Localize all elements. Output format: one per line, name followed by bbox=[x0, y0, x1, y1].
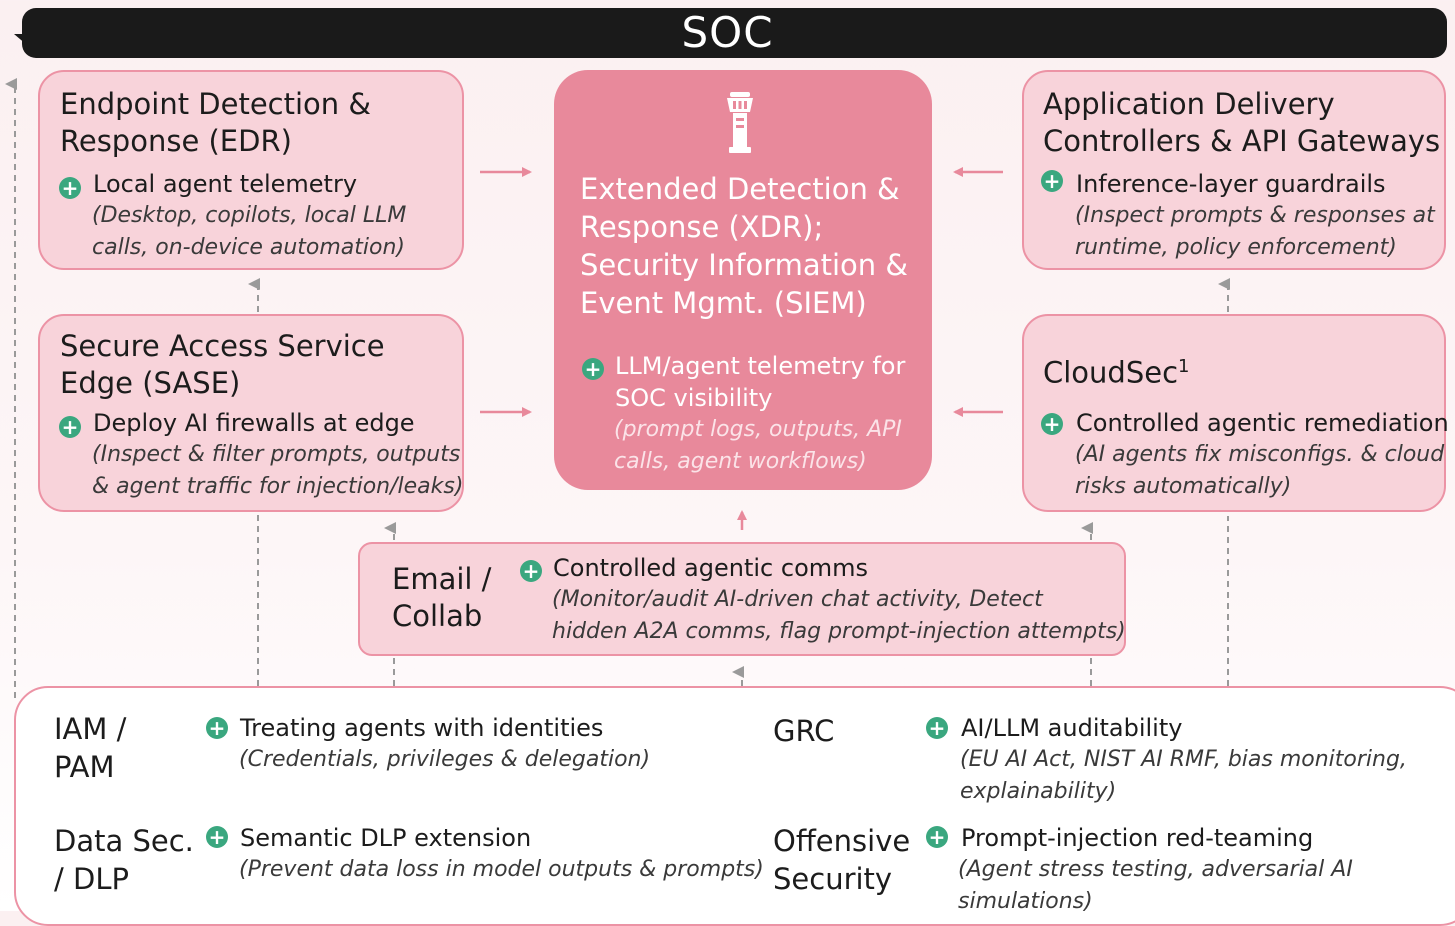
xdr-title-line: Response (XDR); bbox=[580, 210, 824, 244]
cloudsec-bullet: Controlled agentic remediation bbox=[1076, 409, 1449, 437]
offsec-bullet: Prompt-injection red-teaming bbox=[961, 824, 1314, 852]
adc-bullet: Inference-layer guardrails bbox=[1076, 170, 1386, 198]
email-title-line: Collab bbox=[392, 599, 483, 633]
xdr-title-line: Extended Detection & bbox=[580, 172, 900, 206]
sase-note-line: & agent traffic for injection/leaks) bbox=[92, 474, 464, 499]
sase-note: (Inspect & filter prompts, outputs & age… bbox=[92, 439, 463, 503]
edr-title-line: Response (EDR) bbox=[60, 124, 292, 158]
xdr-title-line: Event Mgmt. (SIEM) bbox=[580, 286, 867, 320]
offensive-security-label: Offensive Security bbox=[773, 822, 910, 898]
adc-note: (Inspect prompts & responses at runtime,… bbox=[1075, 200, 1435, 264]
xdr-title-line: Security Information & bbox=[580, 248, 909, 282]
plus-icon: + bbox=[206, 717, 228, 739]
offsec-title-line: Offensive bbox=[773, 824, 911, 858]
plus-icon: + bbox=[59, 177, 81, 199]
iam-title-line: PAM bbox=[54, 750, 115, 784]
plus-icon: + bbox=[926, 826, 948, 848]
edr-note-line: (Desktop, copilots, local LLM bbox=[92, 203, 407, 228]
edr-title-line: Endpoint Detection & bbox=[60, 87, 371, 121]
plus-icon: + bbox=[520, 560, 542, 582]
edr-title: Endpoint Detection & Response (EDR) bbox=[60, 86, 371, 160]
adc-title-line: Controllers & API Gateways bbox=[1043, 124, 1441, 158]
email-note: (Monitor/audit AI-driven chat activity, … bbox=[552, 584, 1126, 648]
email-bullet: Controlled agentic comms bbox=[553, 554, 869, 582]
dlp-note-line: (Prevent data loss in model outputs & pr… bbox=[239, 857, 764, 882]
edr-bullet: Local agent telemetry bbox=[93, 170, 358, 198]
dlp-note: (Prevent data loss in model outputs & pr… bbox=[239, 854, 764, 886]
offsec-note: (Agent stress testing, adversarial AI si… bbox=[958, 854, 1455, 918]
iam-title-line: IAM / bbox=[54, 712, 127, 746]
sase-title: Secure Access Service Edge (SASE) bbox=[60, 328, 385, 402]
email-title-line: Email / bbox=[392, 562, 492, 596]
xdr-note: (prompt logs, outputs, API calls, agent … bbox=[614, 414, 902, 478]
sase-title-line: Edge (SASE) bbox=[60, 366, 241, 400]
adc-note-line: runtime, policy enforcement) bbox=[1075, 235, 1397, 260]
xdr-note-line: calls, agent workflows) bbox=[614, 449, 867, 474]
soc-title: SOC bbox=[681, 8, 774, 57]
sase-note-line: (Inspect & filter prompts, outputs bbox=[92, 442, 461, 467]
xdr-bullet-line: SOC visibility bbox=[615, 384, 773, 412]
iam-pam-label: IAM / PAM bbox=[54, 710, 126, 786]
cloudsec-note-line: risks automatically) bbox=[1075, 474, 1292, 499]
cloudsec-note: (AI agents fix misconfigs. & cloud risks… bbox=[1075, 439, 1444, 503]
sase-box bbox=[38, 314, 464, 512]
grc-label: GRC bbox=[773, 712, 834, 750]
xdr-bullet-line: LLM/agent telemetry for bbox=[615, 352, 906, 380]
dlp-title-line: Data Sec. bbox=[54, 824, 194, 858]
email-note-line: (Monitor/audit AI-driven chat activity, … bbox=[552, 587, 1043, 612]
cloudsec-title: CloudSec1 bbox=[1043, 348, 1189, 392]
email-title: Email / Collab bbox=[392, 561, 491, 635]
edr-box bbox=[38, 70, 464, 270]
email-collab-box bbox=[358, 542, 1126, 656]
edr-note-line: calls, on-device automation) bbox=[92, 235, 405, 260]
edr-note: (Desktop, copilots, local LLM calls, on-… bbox=[92, 200, 406, 264]
plus-icon: + bbox=[582, 358, 604, 380]
plus-icon: + bbox=[1041, 413, 1063, 435]
xdr-note-line: (prompt logs, outputs, API bbox=[614, 417, 902, 442]
grc-bullet: AI/LLM auditability bbox=[961, 714, 1183, 742]
iam-bullet: Treating agents with identities bbox=[240, 714, 604, 742]
plus-icon: + bbox=[926, 717, 948, 739]
iam-note: (Credentials, privileges & delegation) bbox=[239, 744, 650, 776]
offsec-title-line: Security bbox=[773, 862, 893, 896]
adc-note-line: (Inspect prompts & responses at bbox=[1075, 203, 1435, 228]
plus-icon: + bbox=[1041, 170, 1063, 192]
sase-bullet: Deploy AI firewalls at edge bbox=[93, 409, 415, 437]
adc-api-gateway-box bbox=[1022, 70, 1446, 270]
email-note-line: hidden A2A comms, flag prompt-injection … bbox=[552, 619, 1126, 644]
control-tower-icon bbox=[727, 92, 753, 153]
xdr-bullet: LLM/agent telemetry for SOC visibility bbox=[615, 350, 905, 414]
xdr-title: Extended Detection & Response (XDR); Sec… bbox=[580, 170, 930, 322]
sase-title-line: Secure Access Service bbox=[60, 329, 385, 363]
iam-note-line: (Credentials, privileges & delegation) bbox=[239, 747, 651, 772]
dlp-bullet: Semantic DLP extension bbox=[240, 824, 532, 852]
adc-title-line: Application Delivery bbox=[1043, 87, 1335, 121]
grc-note-line: (EU AI Act, NIST AI RMF, bias monitoring… bbox=[960, 747, 1407, 772]
data-sec-dlp-label: Data Sec. / DLP bbox=[54, 822, 194, 898]
grc-note: (EU AI Act, NIST AI RMF, bias monitoring… bbox=[960, 744, 1407, 808]
cloudsec-title-text: CloudSec bbox=[1043, 355, 1179, 390]
plus-icon: + bbox=[59, 416, 81, 438]
cloudsec-footnote-marker: 1 bbox=[1178, 356, 1190, 377]
cloudsec-box bbox=[1022, 314, 1446, 512]
cloudsec-note-line: (AI agents fix misconfigs. & cloud bbox=[1075, 442, 1445, 467]
grc-note-line: explainability) bbox=[960, 779, 1117, 804]
soc-header-bar bbox=[22, 8, 1447, 58]
plus-icon: + bbox=[206, 826, 228, 848]
dlp-title-line: / DLP bbox=[54, 862, 129, 896]
adc-title: Application Delivery Controllers & API G… bbox=[1043, 86, 1440, 160]
offsec-note-line: (Agent stress testing, adversarial AI si… bbox=[958, 857, 1353, 914]
grc-title-line: GRC bbox=[773, 714, 835, 748]
